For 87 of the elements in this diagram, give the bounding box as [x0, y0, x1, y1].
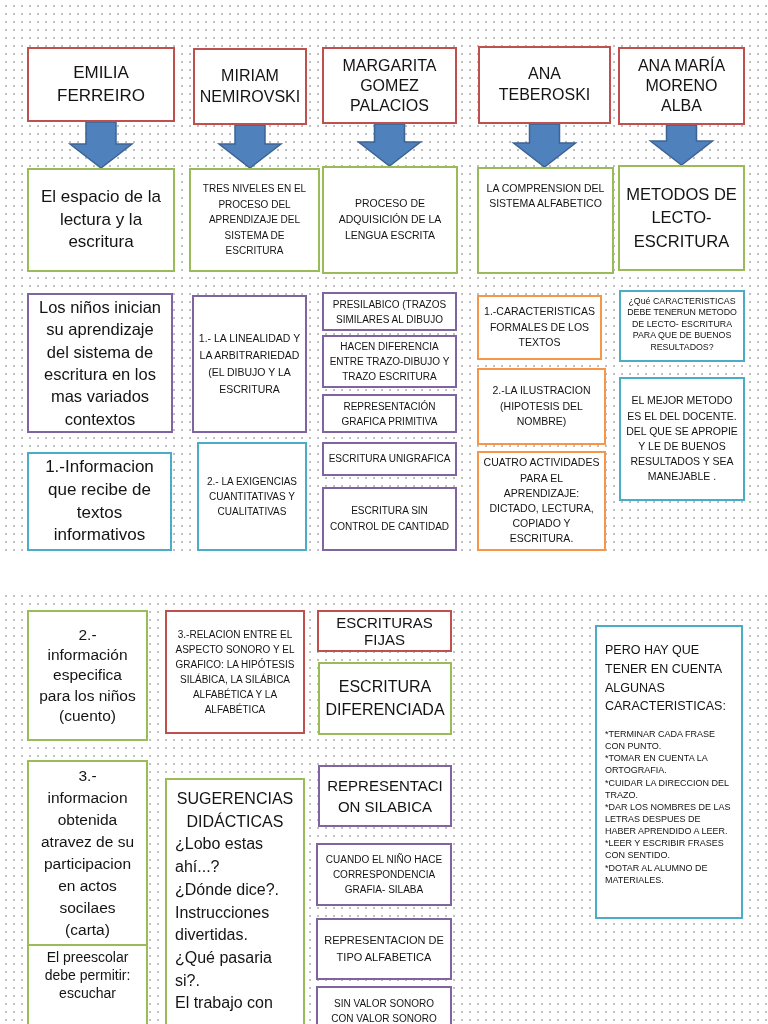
concept-box	[27, 168, 175, 272]
block-arrow	[511, 123, 578, 168]
list-text: Instrucciones divertidas.	[175, 902, 271, 946]
box-text: REPRESENTACIÓN GRAFICA PRIMITIVA	[340, 399, 439, 429]
box-text: EL MEJOR METODO ES EL DEL DOCENTE. DEL QUE SE APROPIE Y LE DE BUENOS RESULTADOS Y SEA MANEJABLE .	[625, 393, 739, 485]
block-arrow	[356, 123, 423, 167]
list-text: *TOMAR EN CUENTA LA ORTOGRAFIA.	[605, 752, 709, 777]
box-text: MARGARITA GOMEZ PALACIOS	[341, 55, 438, 116]
list-text: *LEER Y ESCRIBIR FRASES CON SENTIDO.	[605, 837, 725, 862]
concept-box	[595, 625, 743, 919]
list-text: *CUIDAR LA DIRECCION DEL TRAZO.	[605, 776, 730, 801]
box-text: REPRESENTACION DE TIPO ALFABETICA	[323, 932, 445, 965]
box-text: CUANDO EL NIÑO HACE CORRESPONDENCIA GRAFIA- SILABA	[324, 852, 444, 897]
box-heading: SUGERENCIAS DIDÁCTICAS	[175, 789, 295, 832]
box-text: ANA TEBEROSKI	[497, 64, 592, 105]
concept-box	[619, 290, 745, 362]
concept-box	[197, 442, 307, 551]
name-box	[478, 46, 611, 124]
box-text: 2.-LA ILUSTRACION (HIPOTESIS DEL NOMBRE)	[491, 382, 592, 430]
box-heading: PERO HAY QUE TENER EN CUENTA ALGUNAS CARACTERISTICAS:	[605, 642, 727, 716]
list-text: *DAR LOS NOMBRES DE LAS LETRAS DESPUES DE HABER APRENDIDO A LEER.	[605, 800, 732, 838]
box-text: ESCRITURA SIN CONTROL DE CANTIDAD	[328, 504, 451, 534]
concept-box	[189, 168, 320, 272]
concept-box	[192, 295, 307, 433]
box-text: 3.-RELACION ENTRE EL ASPECTO SONORO Y EL GRAFICO: LA HIPÓTESIS SILÁBICA, LA SILÁBICA ALFABÉTICA Y LA ALFABÉTICA	[174, 628, 296, 717]
box-text: ESCRITURA DIFERENCIADA	[324, 677, 446, 720]
concept-box	[477, 167, 614, 274]
concept-box	[619, 377, 745, 501]
box-text: PROCESO DE ADQUISICIÓN DE LA LENGUA ESCRITA	[337, 196, 443, 243]
box-text: ¿Qué CARACTERISTICAS DEBE TENERUN METODO DE LECTO- ESCRITURA PARA QUE DE BUENOS RESULTADOS?	[626, 296, 738, 354]
list-text: *TERMINAR CADA FRASE CON PUNTO.	[605, 728, 717, 753]
list-text: ¿Dónde dice?.	[175, 879, 281, 900]
concept-box	[322, 292, 457, 331]
concept-box	[322, 335, 457, 388]
box-text: LA COMPRENSION DEL SISTEMA ALFABETICO	[485, 181, 606, 212]
box-text: SIN VALOR SONORO CON VALOR SONORO	[330, 997, 438, 1024]
concept-box	[322, 394, 457, 433]
concept-box	[27, 293, 173, 433]
box-text: 2.- LA EXIGENCIAS CUANTITATIVAS Y CUALITATIVAS	[205, 475, 298, 519]
concept-box	[27, 610, 148, 741]
block-arrow	[67, 121, 135, 169]
box-text: HACEN DIFERENCIA ENTRE TRAZO-DIBUJO Y TRAZO ESCRITURA	[328, 340, 451, 384]
concept-box	[318, 765, 452, 827]
concept-box	[317, 610, 452, 652]
concept-box	[322, 487, 457, 551]
concept-box	[322, 166, 458, 274]
name-box	[193, 48, 307, 125]
concept-box	[477, 368, 606, 445]
box-text: 1.-CARACTERISTICAS FORMALES DE LOS TEXTOS	[483, 303, 596, 351]
box-text: MIRIAM NEMIROVSKI	[198, 65, 302, 107]
concept-box	[477, 295, 602, 360]
concept-box	[165, 610, 305, 734]
box-text: 2.- información especifica para los niños (cuento)	[38, 625, 137, 726]
box-text: ESCRITURAS FIJAS	[335, 613, 434, 649]
box-text: REPRESENTACI ON SILABICA	[326, 776, 444, 817]
box-text: ESCRITURA UNIGRAFICA	[328, 452, 451, 466]
name-box	[618, 47, 745, 125]
box-text: METODOS DE LECTO-ESCRITURA	[625, 184, 738, 252]
box-text: ANA MARÍA MORENO ALBA	[636, 56, 727, 116]
list-text: El trabajo con	[175, 993, 274, 1014]
concept-box	[316, 986, 452, 1024]
concept-box	[165, 778, 305, 1024]
name-box	[322, 47, 457, 124]
concept-box	[618, 165, 745, 271]
concept-box	[27, 760, 148, 946]
box-text: PRESILABICO (TRAZOS SIMILARES AL DIBUJO	[331, 297, 448, 327]
box-text: 3.- informacion obtenida atravez de su participacion en actos socilaes (carta)	[39, 766, 136, 940]
block-arrow	[216, 124, 284, 169]
list-text: ¿Lobo estas ahí...?	[175, 834, 265, 878]
box-text: TRES NIVELES EN EL PROCESO DEL APRENDIZAJE DEL SISTEMA DE ESCRITURA	[201, 182, 308, 259]
list-text: *DOTAR AL ALUMNO DE MATERIALES.	[605, 861, 709, 886]
concept-box	[322, 442, 457, 476]
concept-box	[316, 843, 452, 906]
box-text: CUATRO ACTIVIDADES PARA EL APRENDIZAJE: DICTADO, LECTURA, COPIADO Y ESCRITURA.	[482, 455, 601, 547]
box-text: El espacio de la lectura y la escritura	[40, 185, 162, 254]
list-text: ¿Qué pasaria si?.	[175, 948, 273, 991]
box-text: 1.- LA LINEALIDAD Y LA ARBITRARIEDAD (EL DIBUJO Y LA ESCRITURA	[197, 331, 302, 397]
name-box	[27, 47, 175, 122]
box-text: 1.-Informacion que recibe de textos informativos	[44, 455, 155, 547]
box-text: El preescolar debe permitir: escuchar	[43, 948, 132, 1003]
concept-box	[27, 944, 148, 1024]
box-text: Los niños inician su aprendizaje del sistema de escritura en los mas variados contextos	[38, 297, 162, 430]
block-arrow	[648, 124, 715, 166]
concept-box	[27, 452, 172, 551]
concept-box	[318, 662, 452, 735]
concept-box	[316, 918, 452, 980]
box-text: EMILIA FERREIRO	[56, 62, 146, 107]
